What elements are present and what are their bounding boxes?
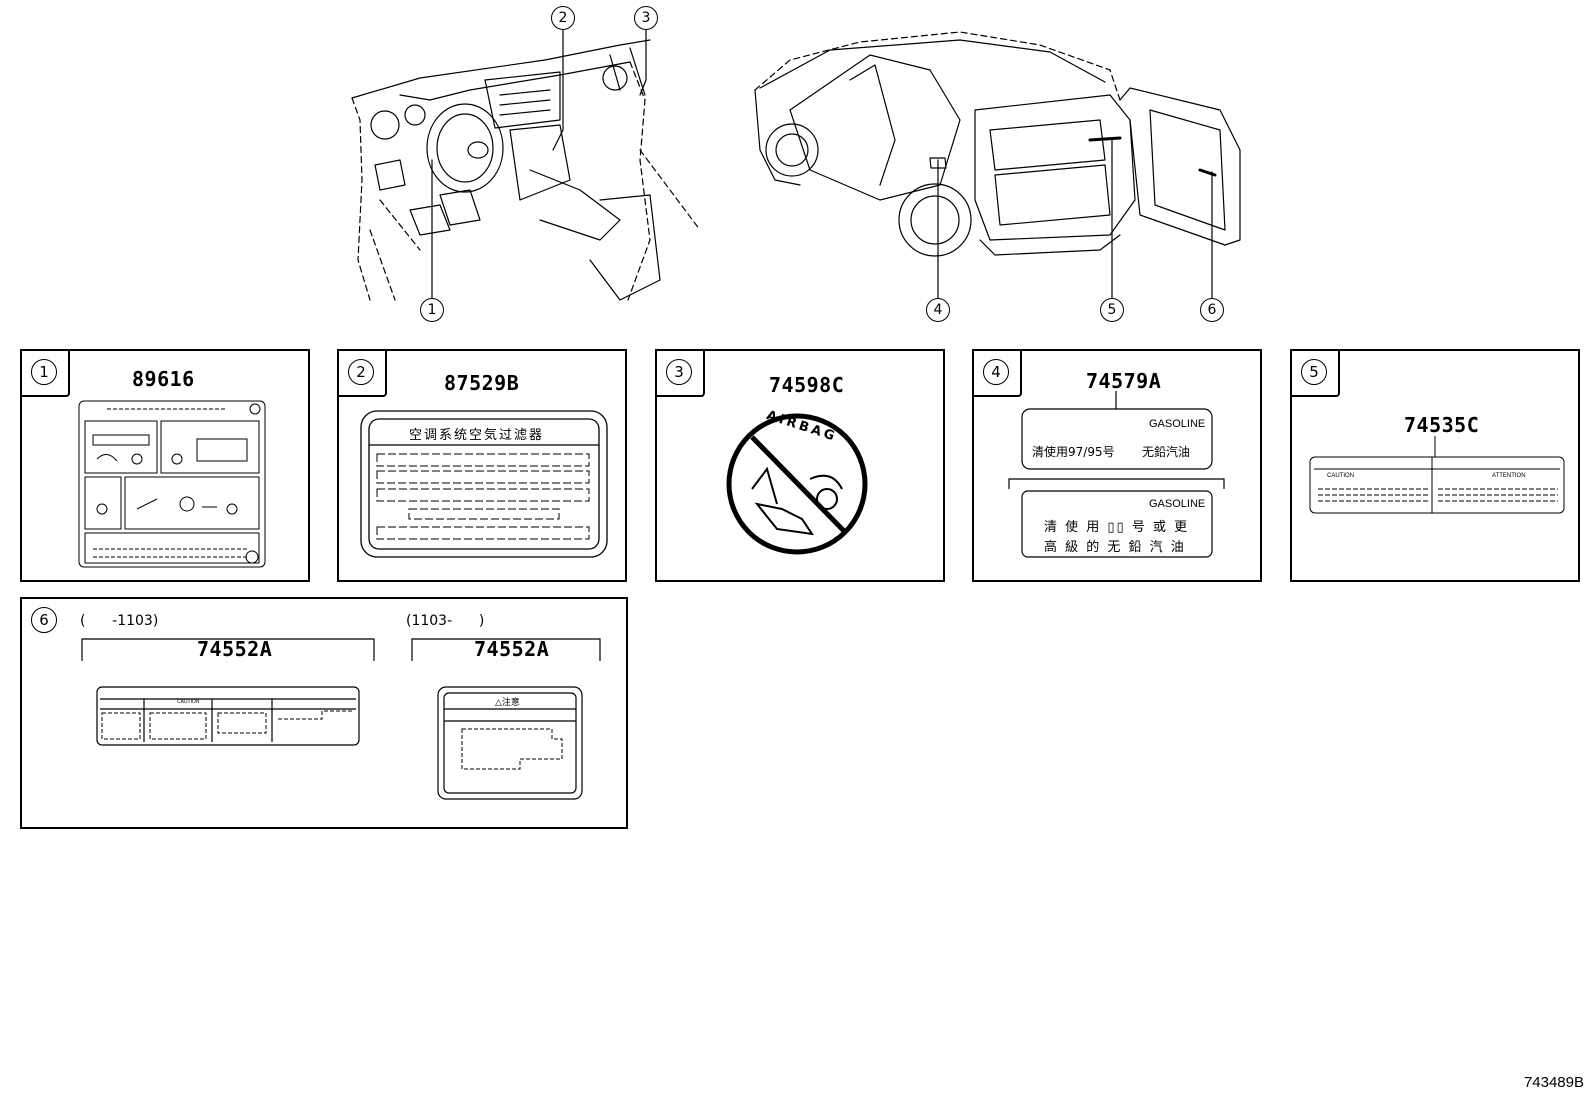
interior-dashboard-drawing xyxy=(351,39,701,301)
filter-label-title: 空调系统空気过滤器 xyxy=(409,428,545,443)
part-number: 74579A xyxy=(1086,369,1162,393)
callout-5: 5 xyxy=(1100,298,1124,322)
callout-1: 1 xyxy=(420,298,444,322)
fuel-instruction-b-line2: 高 級 的 无 鉛 汽 油 xyxy=(1044,540,1186,555)
label-panel-5: 5 74535C CAUTION ATTENTION xyxy=(1290,349,1580,582)
panel-index-tab: 3 xyxy=(657,351,705,397)
panel-index: 1 xyxy=(31,359,57,385)
callout-3: 3 xyxy=(634,6,658,30)
label-header-right: △注意 xyxy=(495,698,520,708)
label-panel-4: 4 74579A GASOLINE 清使用97/95号 无鉛汽油 GASOLIN… xyxy=(972,349,1262,582)
vehicle-illustrations xyxy=(351,29,1241,301)
callout-4: 4 xyxy=(926,298,950,322)
part-number: 74535C xyxy=(1404,413,1480,437)
attention-text: ATTENTION xyxy=(1492,473,1526,479)
label-6-drawings xyxy=(81,638,601,800)
fuel-instruction-a-left: 清使用97/95号 xyxy=(1032,445,1115,459)
part-number: 74598C xyxy=(769,373,845,397)
fuel-labels-frame xyxy=(1008,391,1225,558)
label-panel-1: 1 89616 xyxy=(20,349,310,582)
label-panel-3: 3 74598C AIRBAG xyxy=(655,349,945,582)
vehicle-exterior-drawing xyxy=(754,31,1241,257)
panel-index-tab: 4 xyxy=(974,351,1022,397)
panel-index: 5 xyxy=(1301,359,1327,385)
panel-index-tab: 1 xyxy=(22,351,70,397)
panel-index: 6 xyxy=(31,607,57,633)
panel-index-tab: 6 xyxy=(22,599,70,639)
callout-6: 6 xyxy=(1200,298,1224,322)
caution-text: CAUTION xyxy=(177,699,200,705)
part-number: 87529B xyxy=(444,371,520,395)
filter-label-drawing xyxy=(360,410,608,558)
part-number-left: 74552A xyxy=(197,637,273,661)
caution-label-drawing xyxy=(1309,436,1565,514)
part-number: 89616 xyxy=(132,367,195,391)
callout-2: 2 xyxy=(551,6,575,30)
fuel-instruction-a-right: 无鉛汽油 xyxy=(1142,445,1191,459)
panel-index: 2 xyxy=(348,359,374,385)
serial-range-left: ( -1103) xyxy=(80,613,159,629)
serial-range-right: (1103- ) xyxy=(406,613,485,629)
panel-index-tab: 5 xyxy=(1292,351,1340,397)
gasoline-label-a: GASOLINE xyxy=(1149,418,1206,430)
panel-index: 4 xyxy=(983,359,1009,385)
gasoline-label-b: GASOLINE xyxy=(1149,498,1206,510)
illustration-id: 743489B xyxy=(1523,1074,1584,1091)
warning-label-drawing xyxy=(78,400,266,568)
panel-index-tab: 2 xyxy=(339,351,387,397)
part-number-right: 74552A xyxy=(474,637,550,661)
fuel-instruction-b-line1: 清 使 用 ▯▯ 号 或 更 xyxy=(1044,520,1190,535)
panel-index: 3 xyxy=(666,359,692,385)
airbag-warning-icon xyxy=(726,413,868,555)
caution-text: CAUTION xyxy=(1327,473,1354,479)
label-panel-6: 6 ( -1103) (1103- ) 74552A 74552A xyxy=(20,597,628,829)
label-panel-2: 2 87529B 空调系统空気过滤器 xyxy=(337,349,627,582)
